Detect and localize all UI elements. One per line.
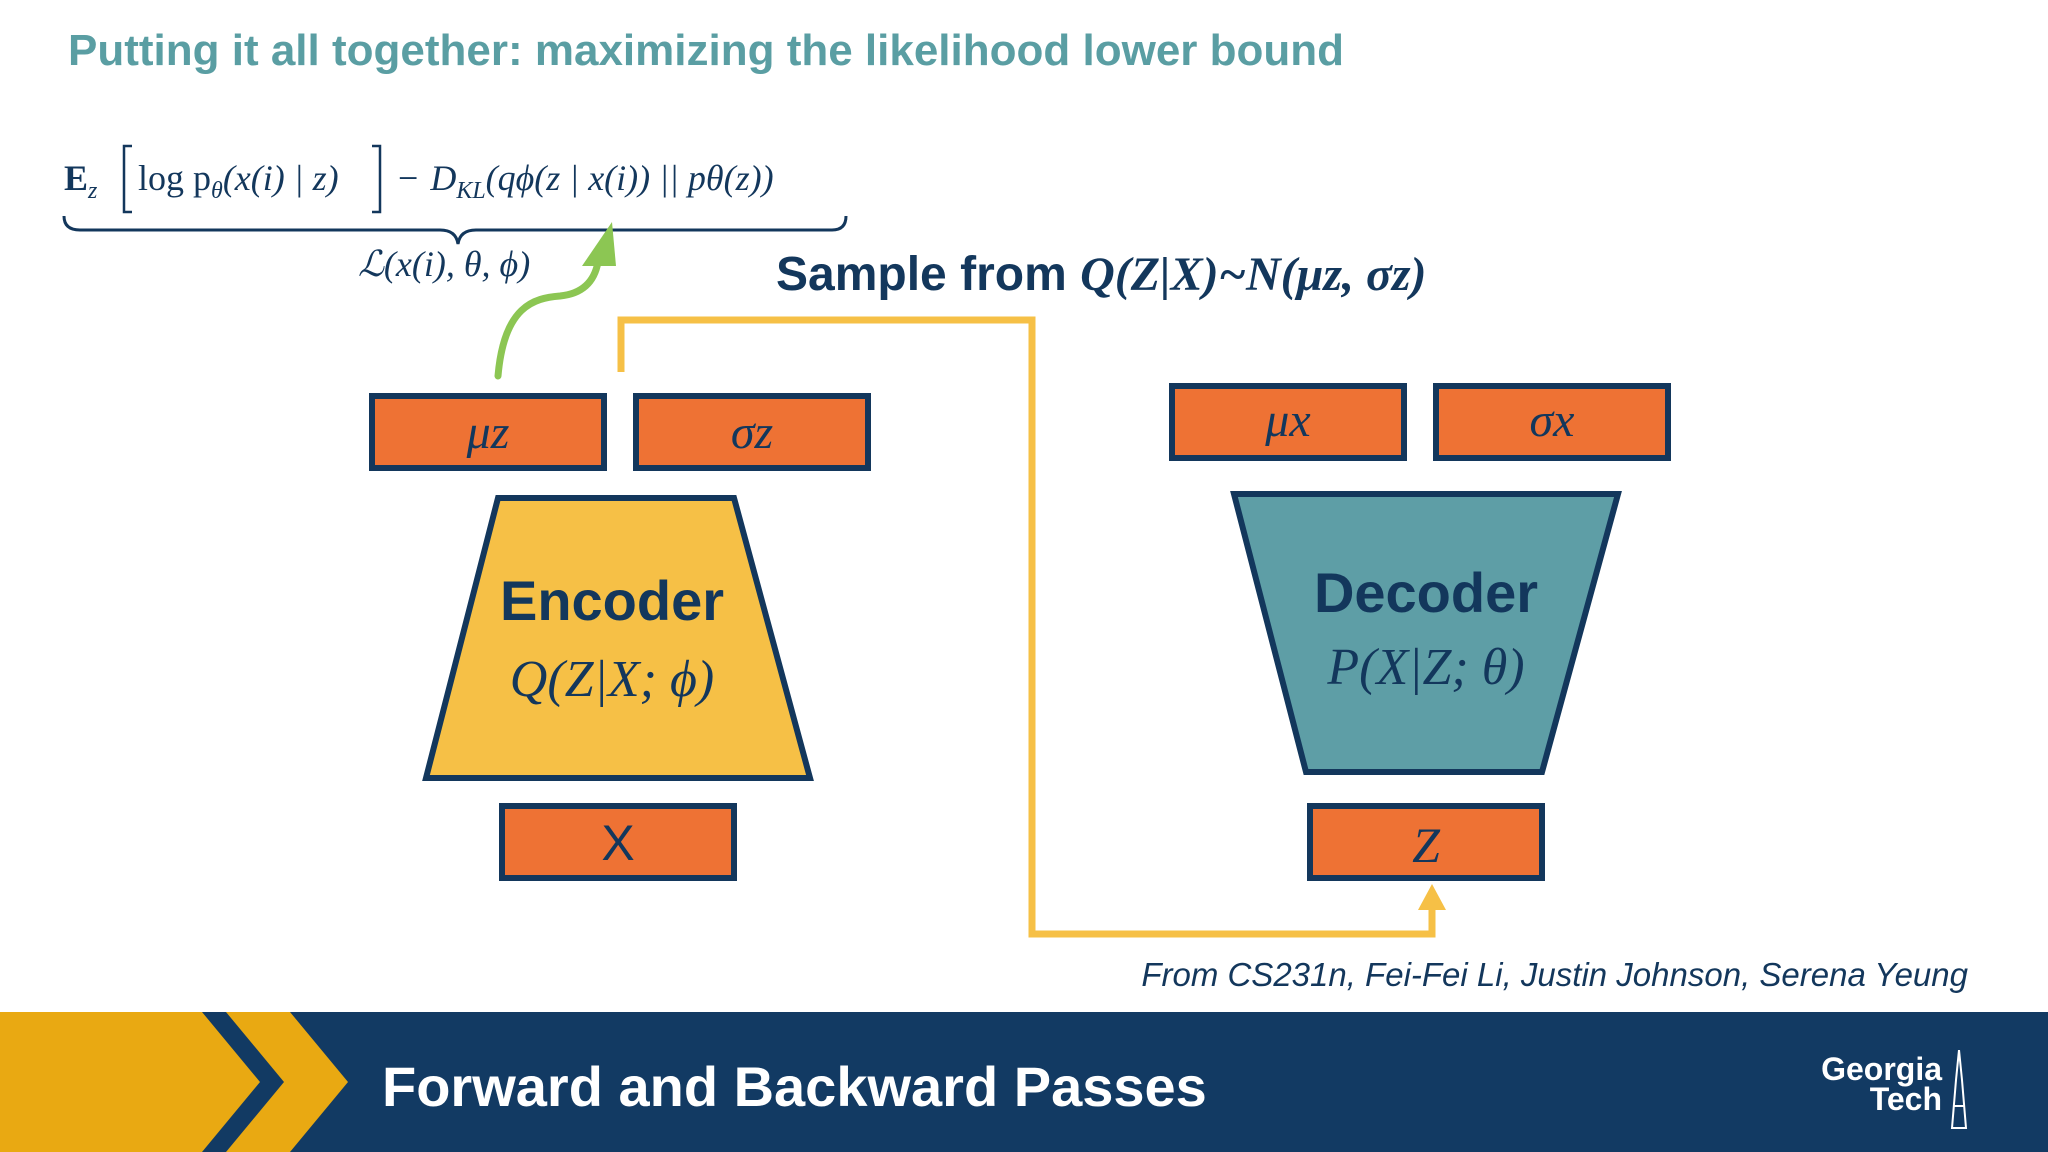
sample-label: Sample from Q(Z|X)~N(μz, σz) (776, 248, 1427, 301)
formula-expectation: E (64, 158, 88, 198)
encoder-input-label: X (601, 815, 634, 871)
formula-bracket-right (372, 144, 382, 214)
sample-label-expression: Q(Z|X)~N(μz, σz) (1080, 248, 1426, 301)
encoder-expression: Q(Z|X; ϕ) (510, 651, 714, 708)
source-credit: From CS231n, Fei-Fei Li, Justin Johnson,… (1141, 956, 1968, 993)
footer-chevrons (0, 1012, 348, 1152)
decoder-sigma-box (1433, 383, 1671, 461)
georgia-tech-logo: Georgia Tech (1821, 1050, 1970, 1130)
svg-text:−DKL(qϕ(z | x(i)) || pθ(z)): −DKL(qϕ(z | x(i)) || pθ(z)) (398, 158, 774, 204)
formula-log-args: (x(i) | z) (223, 158, 339, 198)
decoder-block (1230, 491, 1622, 775)
tech-tower-icon (1950, 1050, 1968, 1129)
encoder-title: Encoder (500, 569, 724, 632)
decoder-sigma-label: σx (1530, 394, 1575, 447)
formula-kl-args: (qϕ(z | x(i)) || pθ(z)) (486, 158, 774, 198)
encoder-block (422, 495, 814, 781)
footer-title: Forward and Backward Passes (382, 1055, 1207, 1118)
decoder-title: Decoder (1314, 561, 1538, 624)
formula-underbrace (62, 215, 848, 245)
sampling-path (617, 316, 1436, 938)
formula-bracket-left (122, 144, 132, 214)
gradient-arrowhead (582, 222, 616, 266)
encoder-sigma-box (633, 393, 871, 471)
decoder-expression: P(X|Z; θ) (1326, 639, 1524, 696)
footer-bar: Forward and Backward Passes Georgia Tech (0, 1012, 2048, 1152)
logo-word-georgia: Georgia (1821, 1051, 1942, 1087)
decoder-mu-box (1169, 383, 1407, 461)
vae-diagram: Ez log pθ(x(i) | z) −DKL(qϕ(z | x(i)) ||… (62, 144, 1671, 938)
gradient-arrow (494, 258, 602, 380)
decoder-input-box (1307, 803, 1545, 881)
formula-minus: − (398, 158, 418, 198)
svg-text:log pθ(x(i) | z): log pθ(x(i) | z) (138, 158, 339, 204)
slide-title: Putting it all together: maximizing the … (68, 26, 1345, 75)
formula-expectation-sub: z (87, 178, 98, 204)
formula-theta-sub: θ (211, 178, 223, 204)
formula-kl-sub: KL (455, 178, 485, 204)
sampling-arrowhead (1418, 884, 1446, 910)
svg-text:Ez: Ez (64, 158, 98, 204)
logo-word-tech: Tech (1869, 1081, 1942, 1117)
decoder-mu-label: μx (1264, 394, 1310, 447)
formula-kl: D (429, 158, 456, 198)
encoder-input-box (499, 803, 737, 881)
formula-bound-label: ℒ(x(i), θ, ϕ) (358, 244, 530, 284)
sample-label-prefix: Sample from (776, 248, 1080, 301)
elbo-formula: Ez log pθ(x(i) | z) −DKL(qϕ(z | x(i)) ||… (62, 144, 848, 284)
encoder-mu-label: μz (466, 406, 510, 459)
encoder-sigma-label: σz (731, 406, 774, 459)
encoder-mu-box (369, 393, 607, 471)
formula-log-term: log p (138, 158, 211, 198)
decoder-input-label: Z (1412, 817, 1441, 873)
